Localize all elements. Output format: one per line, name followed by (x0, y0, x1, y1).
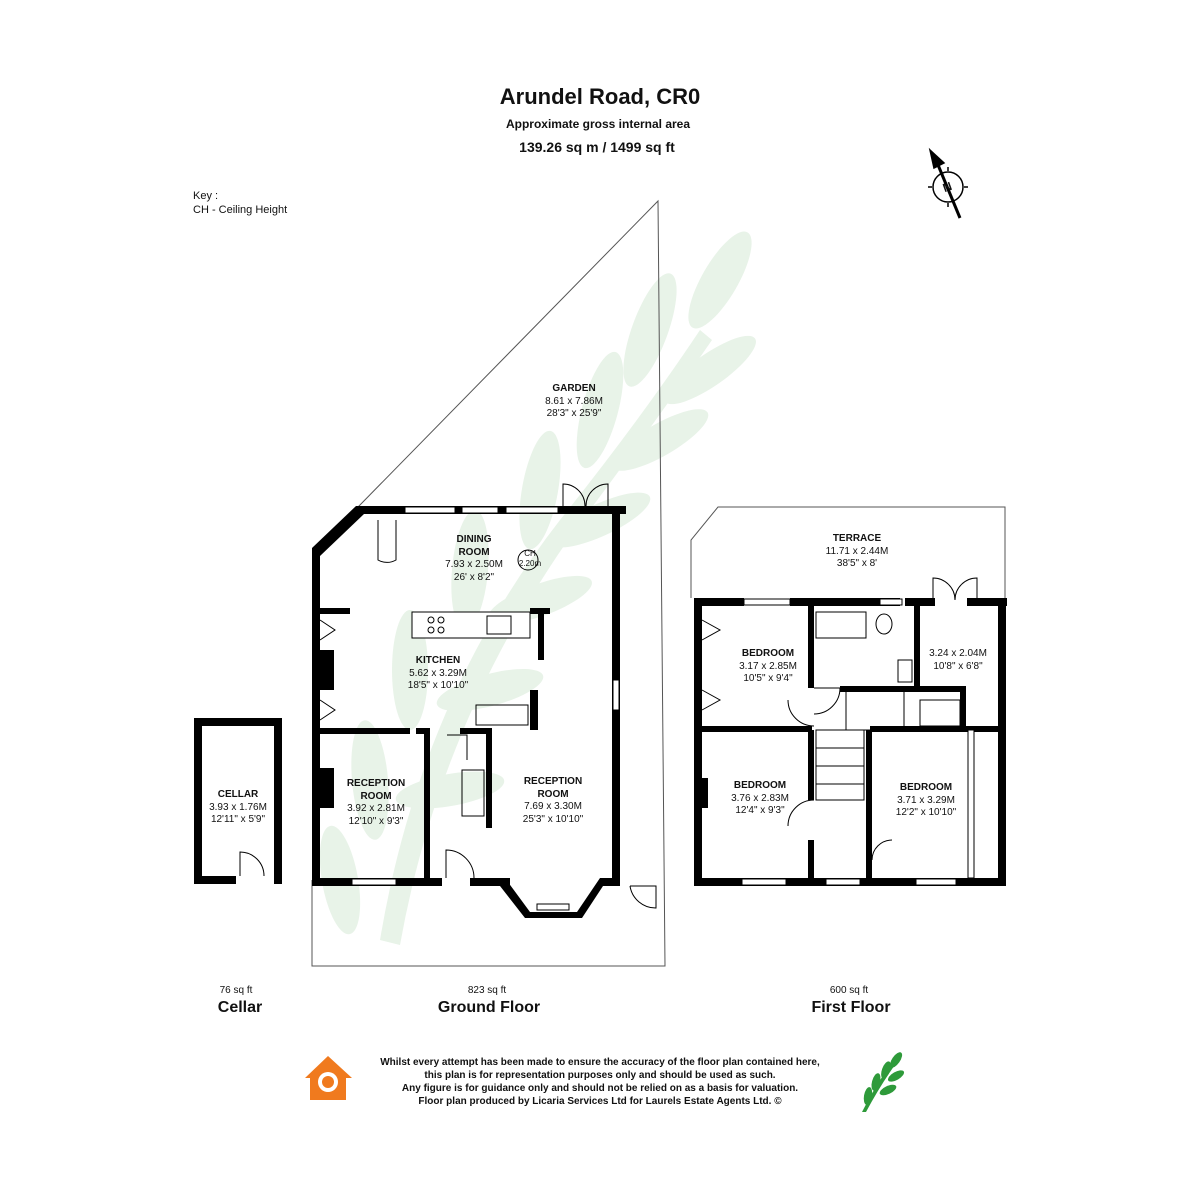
ground-sqft: 823 sq ft (467, 985, 507, 996)
area-subtitle: Approximate gross internal area (505, 117, 691, 131)
key-legend: Key : CH - Ceiling Height (193, 189, 287, 217)
ceiling-height-badge: CH 2.20m (518, 549, 542, 568)
north-compass-icon (928, 147, 968, 219)
room-cellar: CELLAR 3.93 x 1.76M 12'11" x 5'9" (209, 789, 267, 825)
ground-floor-walls (312, 506, 626, 918)
ground-floor-windows (351, 506, 620, 911)
page-title: Arundel Road, CR0 (499, 84, 701, 109)
ground-floor-doors (319, 483, 657, 909)
room-bedroom-3: BEDROOM 3.71 x 3.29M 12'2" x 10'10" (895, 782, 957, 818)
garden-outline (311, 199, 666, 967)
cellar-walls (194, 718, 282, 884)
first-floor-windows (741, 598, 975, 886)
room-reception-1: RECEPTION ROOM 3.92 x 2.81M 12'10" x 9'3… (346, 778, 406, 827)
total-area: 139.26 sq m / 1499 sq ft (519, 139, 675, 155)
disclaimer: Whilst every attempt has been made to en… (380, 1057, 820, 1107)
room-small: 3.24 x 2.04M 10'8" x 6'8" (929, 648, 987, 672)
ground-label: Ground Floor (437, 999, 541, 1016)
room-reception-2: RECEPTION ROOM 7.69 x 3.30M 25'3" x 10'1… (522, 776, 584, 825)
room-bedroom-1: BEDROOM 3.17 x 2.85M 10'5" x 9'4" (739, 648, 797, 684)
room-terrace: TERRACE 11.71 x 2.44M 38'5" x 8' (825, 533, 889, 569)
room-garden: GARDEN 8.61 x 7.86M 28'3" x 25'9" (545, 383, 603, 419)
first-floor-walls (694, 598, 1007, 886)
terrace-outline (690, 506, 1006, 598)
cellar-label: Cellar (217, 999, 263, 1016)
first-sqft: 600 sq ft (829, 985, 869, 996)
key-ch: CH - Ceiling Height (193, 204, 288, 216)
cellar-door (239, 851, 265, 877)
first-floor-fixtures (701, 577, 978, 861)
kitchen-fixtures (427, 549, 539, 635)
room-kitchen: KITCHEN 5.62 x 3.29M 18'5" x 10'10" (407, 655, 469, 691)
room-bedroom-2: BEDROOM 3.76 x 2.83M 12'4" x 9'3" (731, 780, 789, 816)
leaf-logo-icon (862, 1052, 905, 1112)
house-logo-icon (305, 1056, 352, 1100)
room-dining: DINING ROOM 7.93 x 2.50M 26' x 8'2" (445, 534, 503, 583)
key-title: Key : (193, 190, 219, 202)
first-label: First Floor (811, 999, 891, 1016)
cellar-sqft: 76 sq ft (219, 985, 253, 996)
